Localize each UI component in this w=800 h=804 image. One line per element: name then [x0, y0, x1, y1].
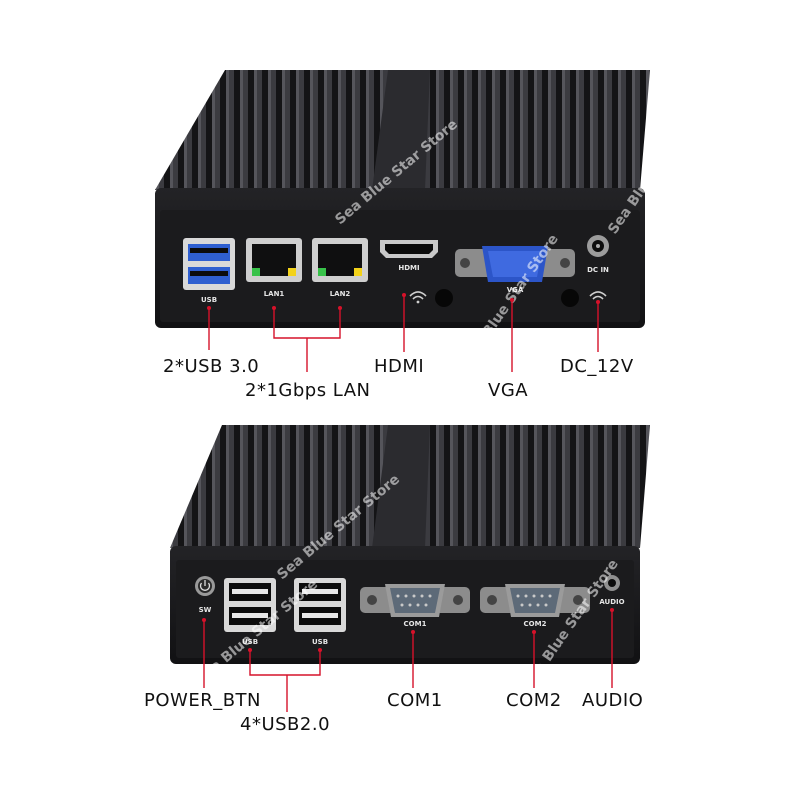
top-unit: USB LAN1 LAN2 HDMI — [155, 70, 707, 372]
usb2-port-stack-b — [294, 578, 346, 632]
lan2-port — [312, 238, 368, 282]
antenna-hole — [435, 289, 453, 307]
callout-audio: AUDIO — [582, 690, 644, 711]
usb3-port-stack — [183, 238, 235, 290]
com1-port-label: COM1 — [404, 620, 427, 628]
vga-port — [455, 246, 575, 282]
callout-lan: 2*1Gbps LAN — [245, 380, 371, 401]
power-icon — [199, 580, 211, 591]
callout-com2: COM2 — [506, 690, 562, 711]
usb2-port-label-b: USB — [312, 638, 328, 646]
callout-hdmi: HDMI — [374, 356, 425, 377]
audio-jack-label: AUDIO — [599, 598, 624, 606]
bottom-unit-center-groove — [372, 425, 430, 548]
callout-vga: VGA — [488, 380, 529, 401]
callout-usb3: 2*USB 3.0 — [163, 356, 260, 377]
lan1-port-label: LAN1 — [264, 290, 285, 298]
com2-port — [480, 584, 590, 617]
vga-port-label: VGA — [507, 286, 524, 294]
wifi-icon — [409, 291, 427, 304]
dc-in-port — [587, 235, 609, 257]
audio-jack — [604, 575, 620, 591]
dc-in-port-label: DC IN — [587, 266, 609, 274]
antenna-hole — [561, 289, 579, 307]
bottom-unit: SW USB USB — [170, 425, 650, 712]
usb2-port-stack-a — [224, 578, 276, 632]
hdmi-port-label: HDMI — [398, 264, 419, 272]
top-unit-leader-lines — [207, 293, 600, 372]
callout-usb2: 4*USB2.0 — [240, 714, 331, 735]
hdmi-port — [380, 240, 438, 258]
power-button-label: SW — [199, 606, 212, 614]
lan2-port-label: LAN2 — [330, 290, 351, 298]
lan1-port — [246, 238, 302, 282]
com1-port — [360, 584, 470, 617]
callout-power-button: POWER_BTN — [144, 690, 262, 711]
top-unit-center-groove — [372, 70, 430, 190]
usb3-port-label: USB — [201, 296, 217, 304]
bottom-unit-leader-lines — [202, 608, 614, 712]
usb2-port-label-a: USB — [242, 638, 258, 646]
com2-port-label: COM2 — [524, 620, 547, 628]
power-button — [195, 576, 215, 596]
callout-com1: COM1 — [387, 690, 443, 711]
callout-dc: DC_12V — [560, 356, 634, 377]
